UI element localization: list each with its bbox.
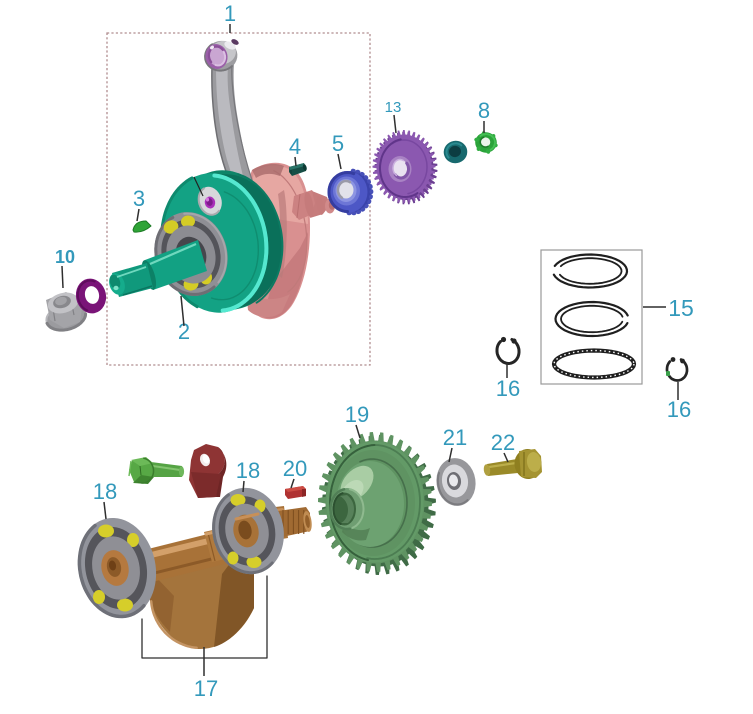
svg-text:10: 10 [55, 247, 75, 267]
svg-text:2: 2 [178, 319, 190, 344]
svg-text:16: 16 [496, 376, 520, 401]
svg-text:5: 5 [332, 131, 344, 156]
svg-text:19: 19 [345, 402, 369, 427]
svg-text:17: 17 [194, 676, 218, 701]
svg-text:3: 3 [133, 186, 145, 211]
svg-text:1: 1 [224, 1, 236, 26]
svg-text:22: 22 [491, 430, 515, 455]
svg-text:20: 20 [283, 456, 307, 481]
svg-text:15: 15 [668, 295, 694, 321]
svg-text:4: 4 [289, 134, 301, 159]
svg-text:16: 16 [667, 397, 691, 422]
svg-text:18: 18 [236, 458, 260, 483]
svg-text:18: 18 [93, 479, 117, 504]
svg-text:8: 8 [478, 98, 490, 123]
svg-text:13: 13 [385, 99, 402, 116]
svg-text:21: 21 [443, 425, 467, 450]
